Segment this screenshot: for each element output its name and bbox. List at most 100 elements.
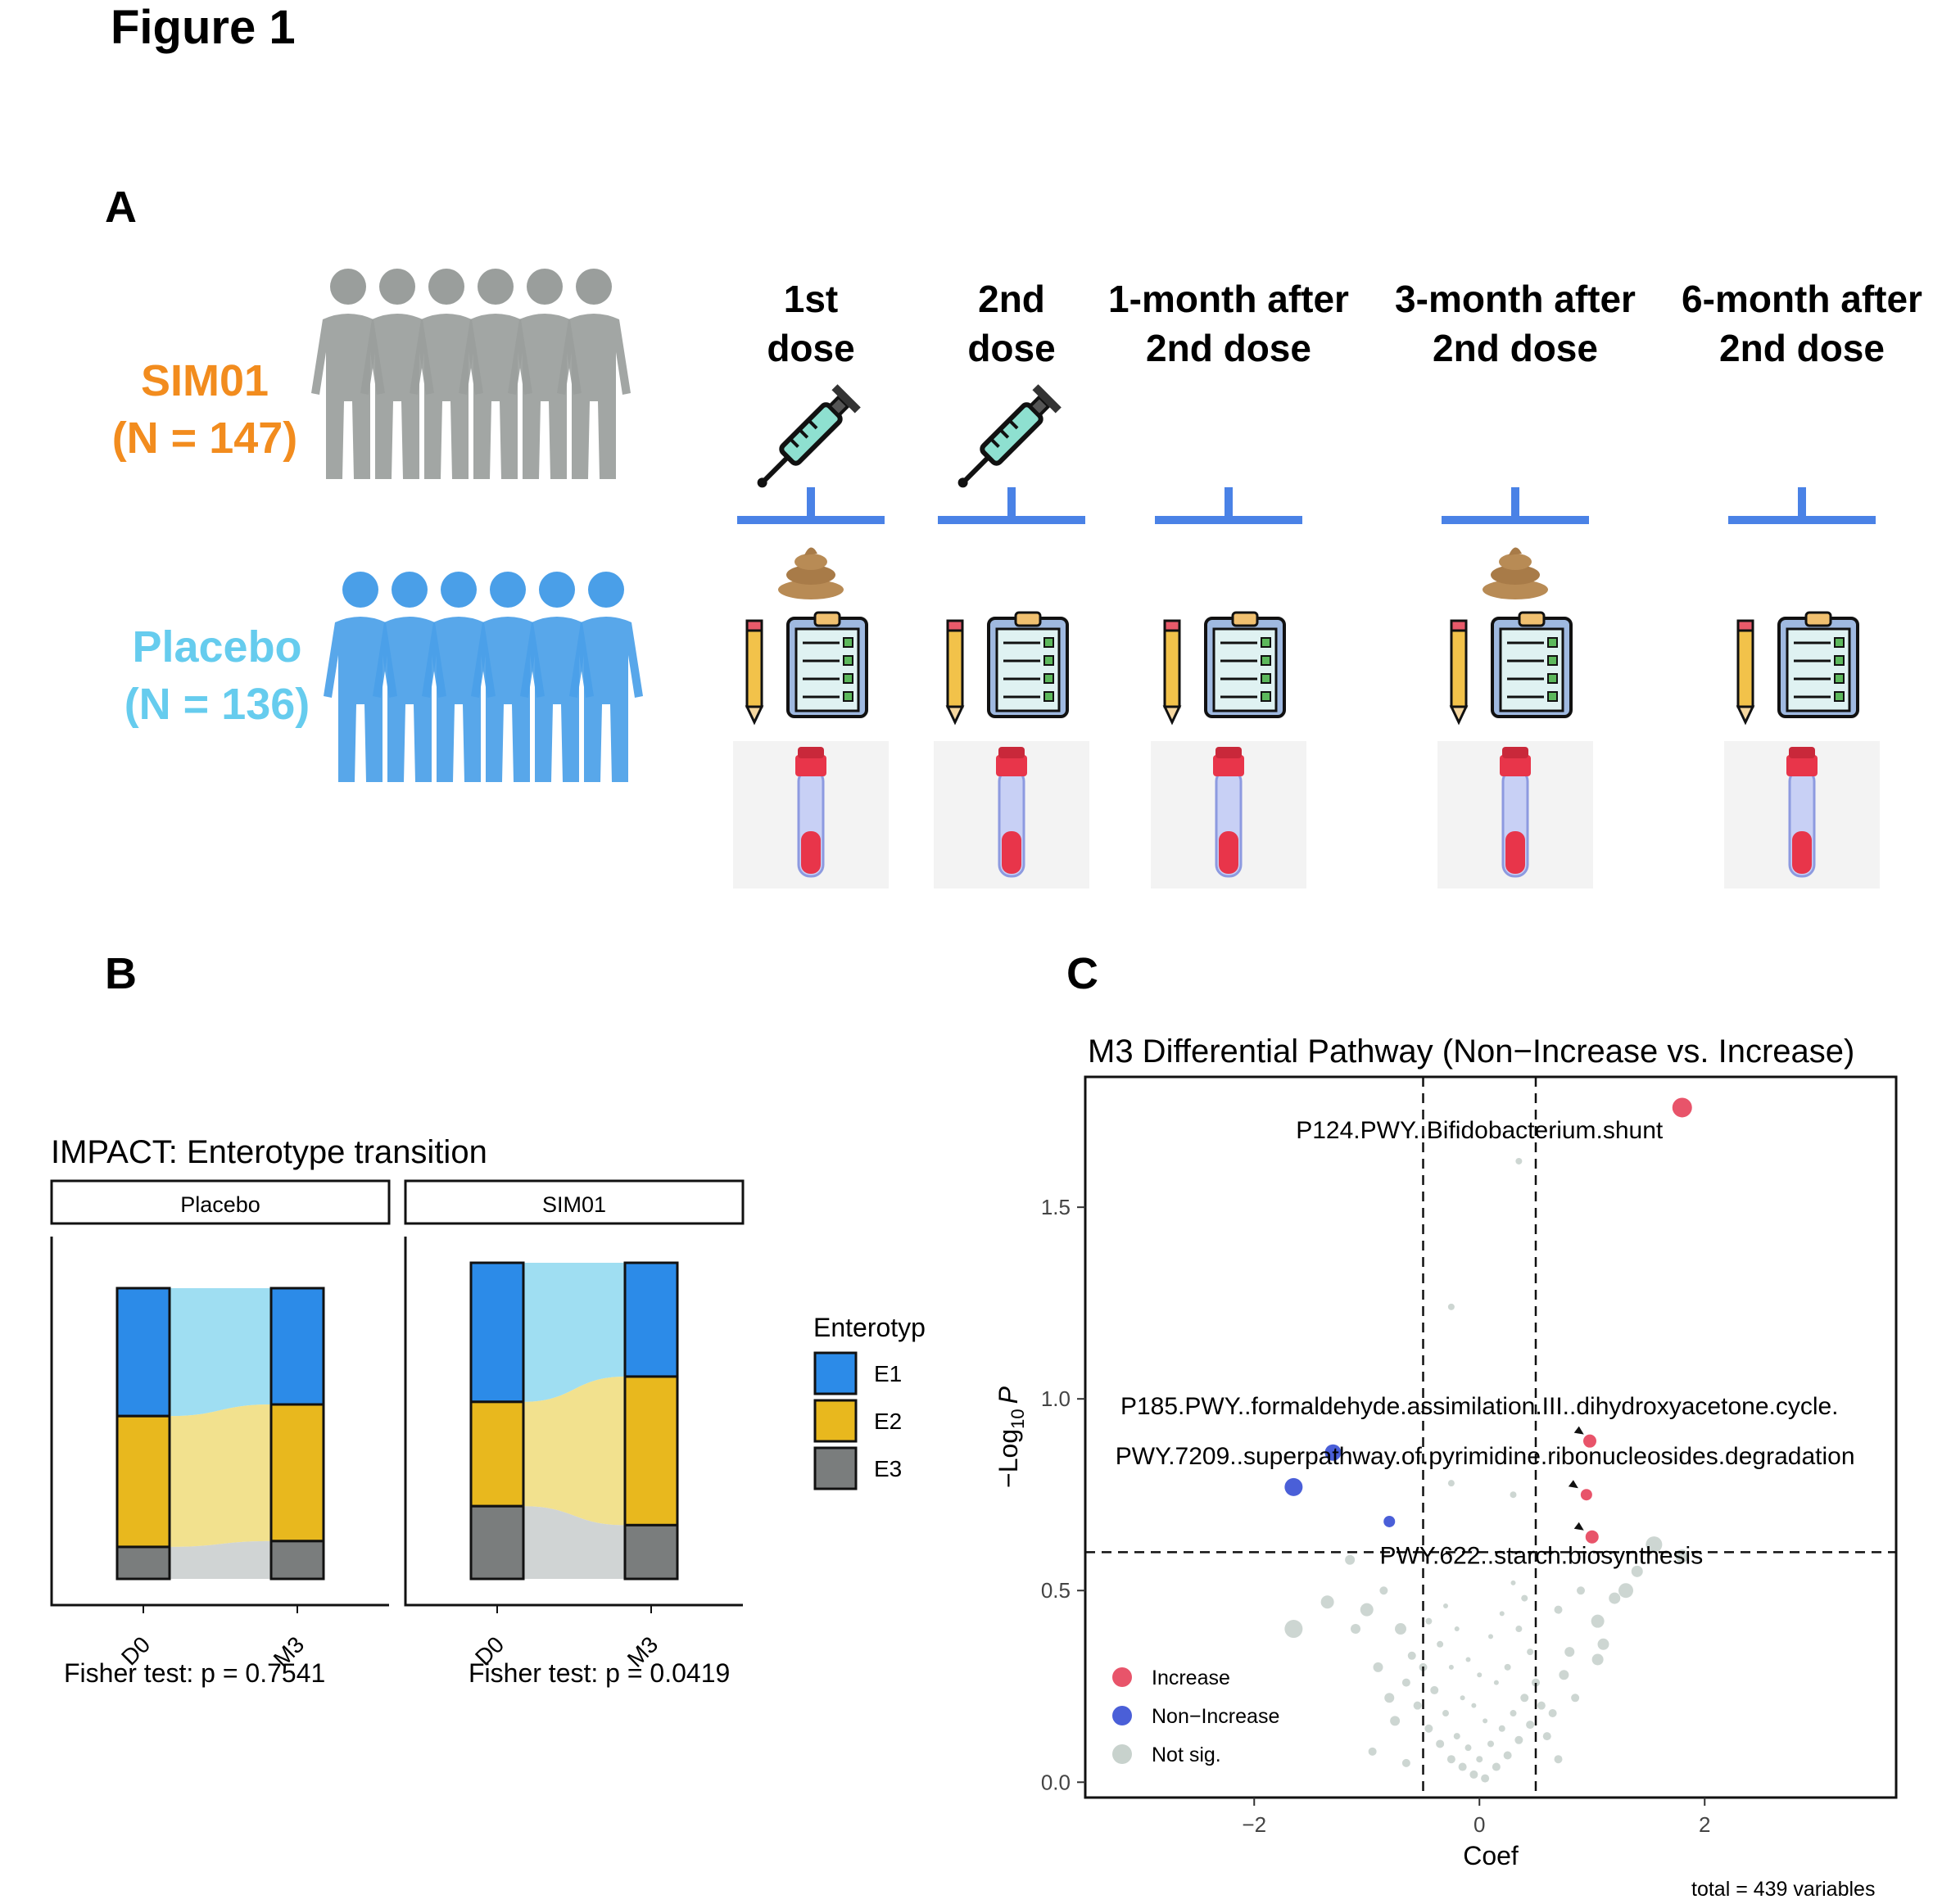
label-arrow xyxy=(1573,1426,1584,1435)
data-point xyxy=(1360,1603,1374,1617)
person-icon xyxy=(324,572,397,782)
timepoint-line1: 3-month after xyxy=(1395,278,1636,320)
data-point xyxy=(1437,1640,1444,1648)
clipboard-icon xyxy=(945,611,1069,726)
blood-tube-icon xyxy=(1724,741,1880,889)
stacked-bar-segment-e3 xyxy=(623,1523,679,1581)
point-label: P185.PWY..formaldehyde.assimilation.III.… xyxy=(1120,1393,1839,1420)
y-tick-label: 0.0 xyxy=(1041,1770,1071,1794)
volcano-title: M3 Differential Pathway (Non−Increase vs… xyxy=(1088,1033,1855,1070)
data-point xyxy=(1559,1670,1569,1680)
stacked-bar-segment-e2 xyxy=(623,1375,679,1526)
plot-frame xyxy=(1084,1075,1898,1799)
legend-label: Not sig. xyxy=(1152,1743,1221,1766)
data-point xyxy=(1446,1755,1455,1764)
data-point xyxy=(1577,1586,1585,1595)
syringe-icon xyxy=(757,384,861,488)
stool-icon xyxy=(778,547,844,599)
data-point xyxy=(1460,1695,1465,1701)
person-icon xyxy=(410,269,483,479)
data-point xyxy=(1646,1536,1663,1554)
timepoint-line1: 1st xyxy=(783,278,839,320)
data-point xyxy=(1515,1157,1523,1165)
data-point xyxy=(1454,1626,1460,1632)
facet-strip-label: Placebo xyxy=(180,1192,260,1217)
data-point xyxy=(1384,1693,1395,1703)
data-point xyxy=(1436,1739,1445,1748)
data-point xyxy=(1477,1672,1483,1678)
data-point xyxy=(1548,1709,1557,1718)
data-point xyxy=(1390,1716,1401,1726)
y-tick-label: 1.0 xyxy=(1041,1386,1071,1411)
stacked-bar-segment-e1 xyxy=(623,1261,679,1378)
person-icon xyxy=(373,572,446,782)
data-point xyxy=(1554,1755,1563,1764)
data-point xyxy=(1465,1657,1471,1662)
data-point xyxy=(1368,1747,1377,1756)
sim01-people-icon xyxy=(311,269,631,479)
data-point xyxy=(1532,1678,1540,1687)
timepoint-icons xyxy=(733,384,889,889)
timepoint-line1: 1-month after xyxy=(1108,278,1349,320)
data-point xyxy=(1504,1663,1511,1671)
person-icon xyxy=(557,269,631,479)
data-point xyxy=(1631,1565,1643,1577)
stacked-bar-segment-e1 xyxy=(115,1287,171,1418)
data-point xyxy=(1564,1647,1575,1658)
legend-label: E3 xyxy=(874,1456,902,1481)
data-point xyxy=(1284,1477,1303,1496)
stacked-bar-segment-e1 xyxy=(469,1261,525,1404)
data-point xyxy=(1493,1680,1499,1685)
timeline-marker xyxy=(938,487,1085,524)
fisher-test-placebo: Fisher test: p = 0.7541 xyxy=(64,1658,326,1688)
group-name: Placebo xyxy=(132,622,302,672)
person-icon xyxy=(569,572,643,782)
stool-icon xyxy=(1483,547,1548,599)
data-point xyxy=(1521,1594,1528,1602)
data-point xyxy=(1471,1703,1477,1708)
legend-dot xyxy=(1112,1667,1132,1687)
point-label: PWY.7209..superpathway.of.pyrimidine.rib… xyxy=(1116,1443,1855,1470)
data-point xyxy=(1537,1701,1546,1710)
stacked-bar-segment-e1 xyxy=(269,1287,325,1406)
legend-title: Enterotyp xyxy=(813,1313,926,1342)
y-axis-label: −Log10P xyxy=(994,1386,1028,1488)
x-tick-label: 0 xyxy=(1474,1812,1485,1837)
timepoint-icons xyxy=(1724,487,1880,889)
alluvial-flow-e2 xyxy=(170,1404,271,1547)
volcano-chart: P124.PWY..Bifidobacterium.shuntP185.PWY.… xyxy=(994,1075,1898,1870)
data-point xyxy=(1503,1751,1512,1760)
data-point xyxy=(1499,1611,1505,1617)
data-point xyxy=(1554,1605,1563,1614)
data-point xyxy=(1345,1554,1356,1565)
data-point xyxy=(1514,1735,1523,1744)
data-point xyxy=(1510,1491,1517,1499)
timepoint-line2: 2nd dose xyxy=(1146,327,1311,369)
group-label-placebo: Placebo (N = 136) xyxy=(94,618,340,733)
stacked-bar-segment-e3 xyxy=(469,1504,525,1581)
x-tick-label: 2 xyxy=(1699,1812,1710,1837)
panel-label-a: A xyxy=(105,183,137,232)
data-point xyxy=(1476,1756,1483,1763)
alluvial-flow-e3 xyxy=(523,1506,625,1579)
data-point xyxy=(1430,1685,1439,1694)
data-point xyxy=(1526,1721,1535,1730)
data-point xyxy=(1618,1583,1633,1599)
facet-strip xyxy=(404,1179,745,1225)
data-point xyxy=(1284,1620,1303,1639)
data-point xyxy=(1424,1724,1433,1733)
timeline-marker xyxy=(1442,487,1589,524)
timepoint-line2: dose xyxy=(767,327,855,369)
facet-strip-label: SIM01 xyxy=(542,1192,606,1217)
data-point xyxy=(1481,1774,1490,1783)
legend-label: Non−Increase xyxy=(1152,1705,1279,1728)
person-icon xyxy=(360,269,434,479)
timeline-marker xyxy=(1728,487,1876,524)
y-tick-label: 1.5 xyxy=(1041,1195,1071,1219)
